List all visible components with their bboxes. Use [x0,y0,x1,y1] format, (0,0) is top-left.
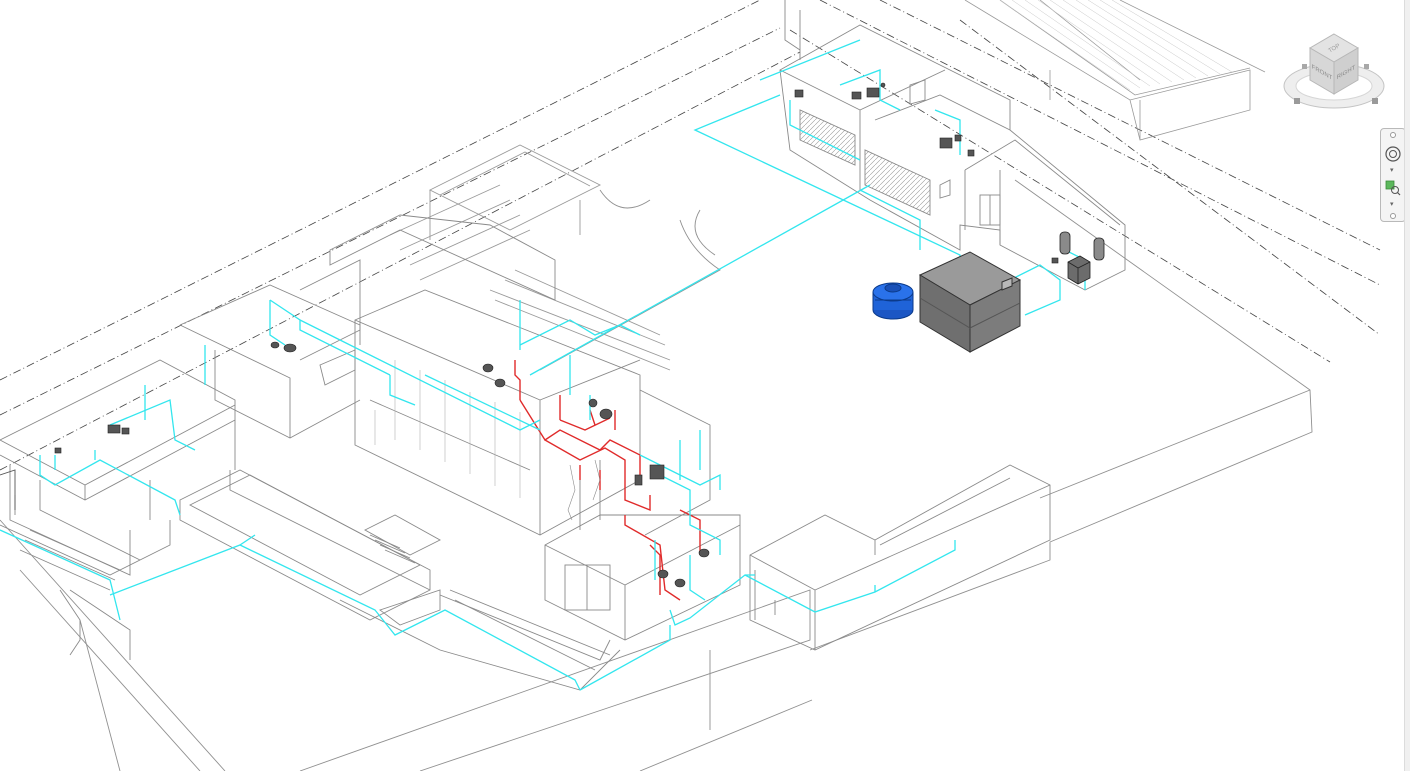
hot-water-piping [514,360,701,601]
fixture [851,82,886,100]
fixture [107,424,130,435]
viewcube-right-face[interactable] [1333,47,1359,95]
courtyard-pool [179,469,621,691]
viewport-edge [1404,0,1410,771]
pergola [389,144,671,371]
fixture [54,447,62,454]
viewcube-corner-marker[interactable] [1364,64,1369,69]
viewcube-corner-marker[interactable] [1372,98,1378,104]
property-line-group [0,0,1381,471]
pump-unit [1067,255,1091,285]
navbar-options-icon[interactable] [1390,213,1396,219]
pressure-vessel [1093,237,1105,261]
fixture [482,363,506,388]
chevron-down-icon[interactable]: ▾ [1390,201,1394,208]
pump-room-equipment [1059,231,1105,285]
east-annex [749,464,1051,651]
service-building [779,0,1126,291]
fixture [939,134,962,149]
west-wing [0,359,236,660]
fixture [634,464,665,486]
fixture [270,341,297,353]
fixture [657,569,686,588]
shed-roof-building [964,0,1266,141]
landscape-plants [567,459,601,521]
viewcube[interactable]: TOP FRONT RIGHT [1282,28,1390,120]
site-boundary-group [0,179,1313,771]
equipment-enclosure [918,251,1022,353]
garage-building [544,514,741,641]
pressure-vessel [1059,231,1071,255]
main-house [179,214,711,536]
chevron-down-icon[interactable]: ▾ [1390,167,1394,174]
plumbing-fixtures [54,82,1059,588]
fixture [1051,257,1059,264]
fixture [698,548,710,558]
water-storage-tank [872,282,914,320]
steering-wheel-icon[interactable] [1384,145,1402,163]
zoom-region-icon[interactable] [1384,179,1402,197]
viewcube-top-label: TOP [1328,43,1342,54]
fixture [794,89,804,98]
fixture [967,149,975,157]
viewcube-corner-marker[interactable] [1302,64,1307,69]
viewcube-corner-marker[interactable] [1294,98,1300,104]
navigation-bar: ▾ ▾ [1380,128,1406,222]
cold-water-piping [0,39,1086,691]
navbar-close-icon[interactable] [1390,132,1396,138]
fixture [588,398,613,420]
